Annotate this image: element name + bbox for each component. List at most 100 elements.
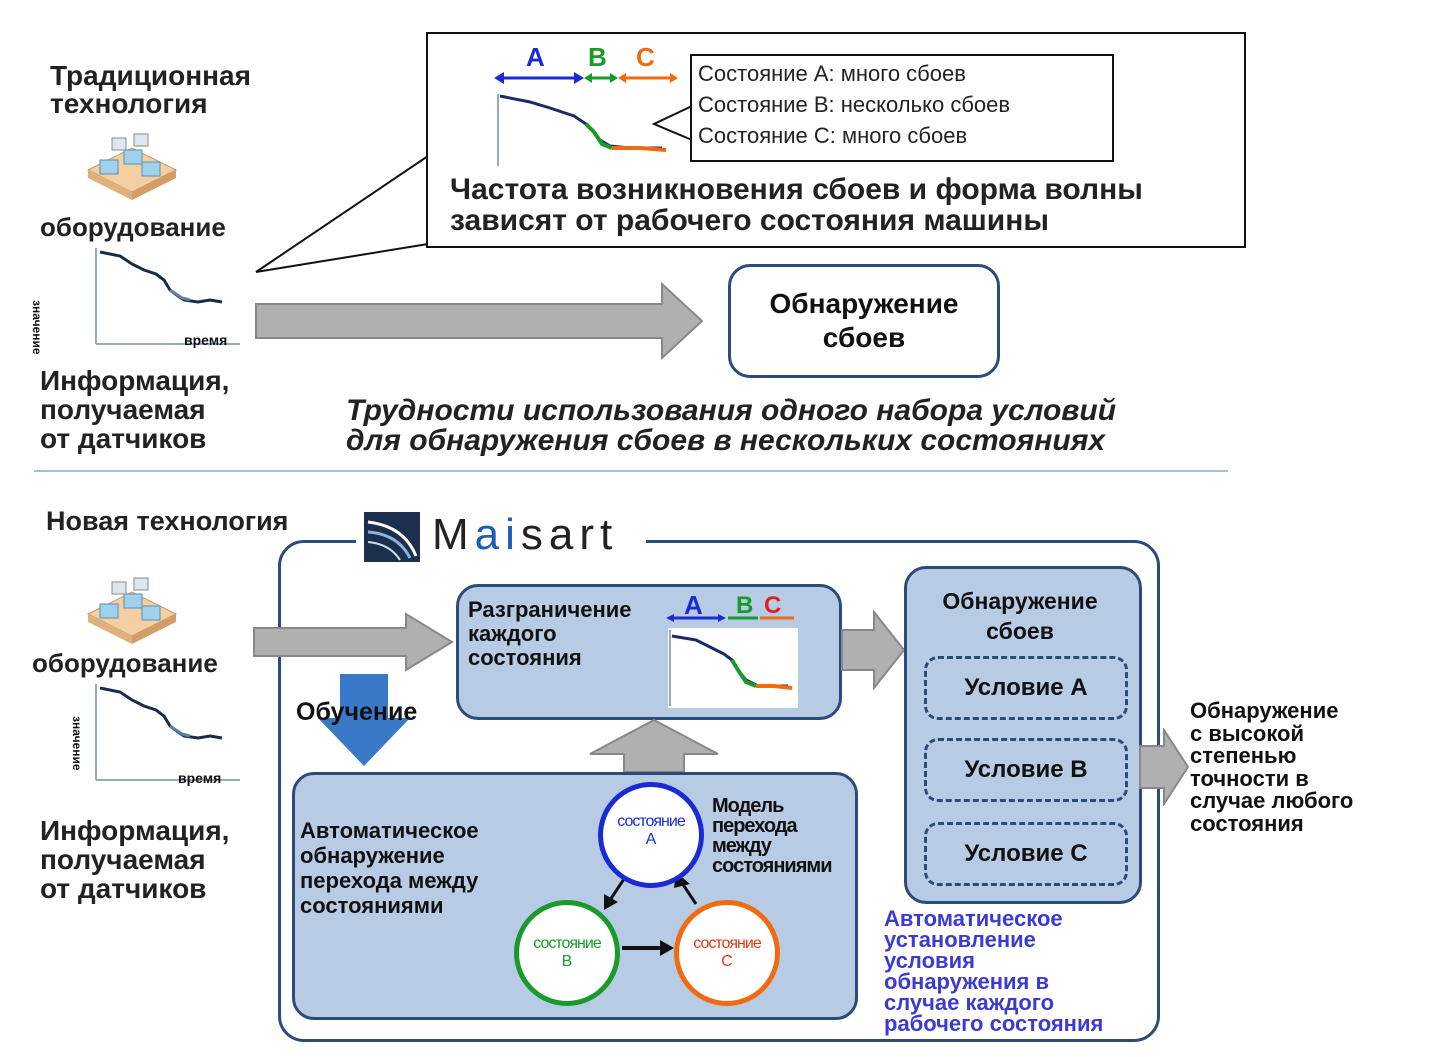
- result-line3: степенью: [1190, 743, 1297, 768]
- legend-item-b: Состояние B: несколько сбоев: [698, 92, 1011, 117]
- condition-c: Условие C: [924, 822, 1128, 886]
- result-line5: случае любого: [1190, 788, 1354, 813]
- sensor-info-new-line2: получаемая: [40, 844, 206, 875]
- legend-item-a: Состояние A: много сбоев: [698, 61, 966, 86]
- state-c-circle: состояние C: [674, 900, 780, 1006]
- auto-detect-line2: обнаружение: [300, 843, 445, 868]
- auto-detect-line1: Автоматическое: [300, 818, 479, 843]
- maisart-logo-text: Maisart: [432, 510, 618, 560]
- model-text: Модель перехода между состояниями: [712, 796, 832, 876]
- model-line1: Модель: [712, 795, 784, 817]
- segmentation-chart: [666, 614, 798, 708]
- state-a-letter: A: [645, 831, 657, 848]
- sensor-info-new-line3: от датчиков: [40, 873, 207, 904]
- sensor-info-new-line1: Информация,: [40, 815, 230, 846]
- axis-y-label-new: значение: [70, 716, 84, 771]
- result-line6: состояния: [1190, 810, 1304, 836]
- auto-setting-line1: Автоматическое: [884, 906, 1063, 931]
- auto-setting-line4: обнаружения в: [884, 969, 1050, 994]
- axis-x-label: время: [184, 332, 228, 348]
- segmentation-line3: состояния: [468, 645, 582, 670]
- callout-state-arrows: [494, 72, 678, 166]
- flow-arrow-output: [1139, 728, 1190, 806]
- auto-setting-line6: рабочего состояния: [884, 1011, 1104, 1036]
- state-b-word: состояние: [533, 935, 601, 952]
- result-line1: Обнаружение: [1190, 698, 1339, 723]
- segmentation-label-c: C: [764, 592, 782, 619]
- result-line2: с высокой: [1190, 720, 1305, 746]
- state-transition-arrows: [604, 872, 698, 956]
- segmentation-line1: Разграничение: [468, 597, 632, 622]
- maisart-logo-sart: sart: [520, 510, 619, 559]
- traditional-title: Традиционная технология: [50, 62, 251, 118]
- learning-label: Обучение: [296, 698, 418, 726]
- difficulty-line1: Трудности использования одного набора ус…: [346, 394, 1117, 427]
- condition-b: Условие B: [924, 738, 1128, 802]
- sensor-info-line3: от датчиков: [40, 423, 207, 454]
- model-line3: между: [712, 835, 772, 857]
- state-a-word: состояние: [617, 813, 685, 830]
- flow-arrow-up: [589, 718, 719, 773]
- difficulty-line2: для обнаружения сбоев в нескольких состо…: [346, 424, 1106, 457]
- legend-item-c: Состояние C: много сбоев: [698, 123, 968, 148]
- segmentation-text: Разграничение каждого состояния: [468, 598, 632, 670]
- maisart-logo-m: M: [432, 510, 475, 559]
- auto-setting-line5: случае каждого: [884, 990, 1055, 1015]
- detection-panel-title-line2: сбоев: [986, 618, 1054, 644]
- equipment-icon: [82, 128, 182, 200]
- axis-x-label-new: время: [178, 770, 222, 786]
- section-divider: [34, 470, 1228, 472]
- segmentation-label-b: B: [736, 592, 754, 619]
- equipment-label: оборудование: [40, 212, 226, 242]
- segmentation-label-a: A: [684, 590, 703, 620]
- callout-caption-line1: Частота возникновения сбоев и форма волн…: [450, 173, 1143, 206]
- sensor-waveform-chart-new: [60, 680, 250, 790]
- state-c-word: состояние: [693, 935, 761, 952]
- traditional-title-line2: технология: [50, 88, 208, 119]
- detection-box-traditional: Обнаружение сбоев: [728, 264, 1000, 378]
- sensor-info-line1: Информация,: [40, 365, 230, 396]
- equipment-icon-new: [82, 572, 182, 644]
- state-b-circle: состояние B: [514, 900, 620, 1006]
- difficulty-note: Трудности использования одного набора ус…: [346, 396, 1116, 456]
- segmentation-line2: каждого: [468, 621, 557, 646]
- auto-setting-line3: условия: [884, 948, 975, 973]
- state-b-letter: B: [561, 953, 573, 970]
- sensor-info-label: Информация, получаемая от датчиков: [40, 366, 229, 453]
- auto-detect-line3: перехода между: [300, 868, 479, 893]
- new-tech-title: Новая технология: [46, 506, 289, 536]
- flow-arrow-to-detection: [841, 610, 906, 690]
- callout-label-c: C: [636, 42, 655, 72]
- auto-setting-note: Автоматическое установление условия обна…: [884, 906, 1154, 1036]
- auto-detect-text: Автоматическое обнаружение перехода межд…: [300, 818, 479, 918]
- condition-a: Условие A: [924, 656, 1128, 720]
- model-line4: состояниями: [712, 855, 832, 877]
- state-c-letter: C: [721, 953, 733, 970]
- traditional-title-line1: Традиционная: [50, 60, 251, 91]
- callout-caption: Частота возникновения сбоев и форма волн…: [450, 174, 1143, 236]
- detection-panel-title-line1: Обнаружение: [942, 588, 1098, 614]
- state-legend: Состояние A: много сбоев Состояние B: не…: [690, 54, 1114, 162]
- equipment-label-new: оборудование: [32, 648, 218, 678]
- callout-label-a: A: [526, 42, 545, 72]
- detection-panel-title: Обнаружение сбоев: [904, 586, 1136, 646]
- model-line2: перехода: [712, 815, 798, 837]
- maisart-logo-ai: ai: [474, 510, 521, 559]
- sensor-info-label-new: Информация, получаемая от датчиков: [40, 816, 229, 903]
- auto-detect-line4: состояниями: [300, 893, 444, 918]
- maisart-frame: [278, 540, 1160, 1042]
- maisart-logo: Maisart: [356, 508, 646, 566]
- callout-caption-line2: зависят от рабочего состояния машины: [450, 204, 1049, 237]
- sensor-info-line2: получаемая: [40, 394, 206, 425]
- result-line4: точности в: [1190, 765, 1309, 791]
- flow-arrow-top: [255, 281, 704, 361]
- sensor-waveform-chart: [60, 244, 250, 354]
- callout-label-b: B: [588, 42, 607, 72]
- maisart-logo-icon: [364, 512, 420, 562]
- auto-setting-line2: установление: [884, 927, 1036, 952]
- flow-arrow-input: [253, 612, 454, 672]
- detection-box-line1: Обнаружение: [769, 288, 959, 319]
- result-text: Обнаружение с высокой степенью точности …: [1190, 698, 1354, 836]
- learning-arrow: [318, 674, 410, 766]
